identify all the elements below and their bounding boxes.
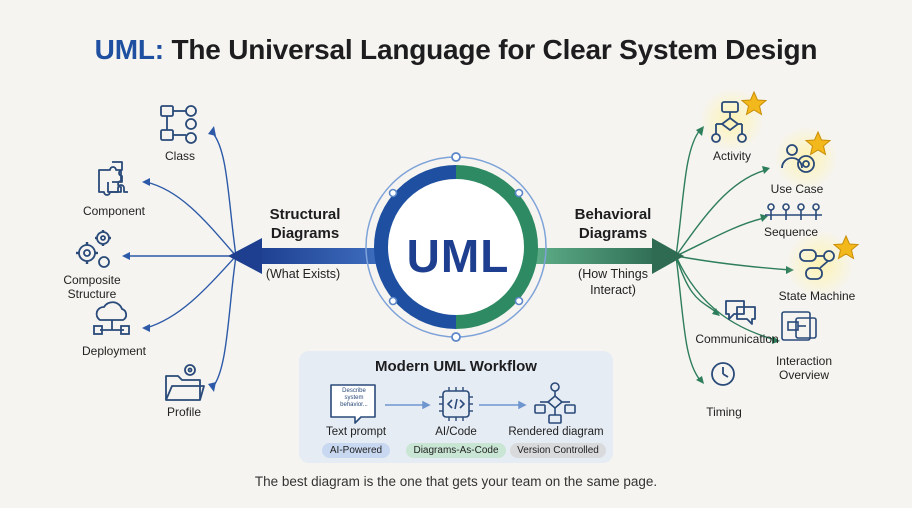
behavioral-heading: Behavioral Diagrams xyxy=(558,205,668,243)
workflow-title: Modern UML Workflow xyxy=(375,358,537,375)
structural-subtitle: (What Exists) xyxy=(265,267,341,281)
behavioral-subtitle: (How Things Interact) xyxy=(558,266,668,298)
behavioral-item-sequence: Sequence xyxy=(763,225,819,239)
behavioral-item-interaction-overview: Interaction Overview xyxy=(766,354,842,382)
structural-heading: Structural Diagrams xyxy=(250,205,360,243)
structural-title-line2: Diagrams xyxy=(270,225,340,242)
workflow-step-rendered-diagram: Rendered diagram xyxy=(508,426,604,438)
structural-branches xyxy=(128,131,237,389)
behavioral-item-state-machine: State Machine xyxy=(778,289,856,303)
uml-center-label: UML xyxy=(406,230,510,282)
gears-icon xyxy=(76,230,111,268)
title-accent: UML: xyxy=(94,34,164,65)
folder-gear-icon xyxy=(165,364,205,401)
structural-arrow xyxy=(228,238,384,274)
interaction-line1: Interaction xyxy=(775,354,833,368)
tagline: The best diagram is the one that gets yo… xyxy=(254,474,658,489)
flowchart-icon xyxy=(711,101,747,143)
composite-line2: Structure xyxy=(67,287,117,301)
star-state-machine xyxy=(832,234,860,260)
structural-branch-tips xyxy=(122,126,216,392)
chip-code-icon xyxy=(439,387,473,421)
structural-item-deployment: Deployment xyxy=(81,344,147,358)
structural-item-profile: Profile xyxy=(166,405,201,419)
user-target-icon xyxy=(781,144,815,173)
page-title: UML: The Universal Language for Clear Sy… xyxy=(0,34,912,66)
star-activity xyxy=(740,90,768,116)
structural-item-component: Component xyxy=(82,204,146,218)
prompt-bubble-icon xyxy=(330,384,376,424)
structural-title-line1: Structural xyxy=(269,206,341,223)
behavioral-item-activity: Activity xyxy=(712,149,751,163)
behavioral-item-timing: Timing xyxy=(706,405,742,419)
chat-icon xyxy=(725,300,756,325)
uml-ring xyxy=(365,152,547,342)
behavioral-title-line1: Behavioral xyxy=(574,206,652,223)
behavioral-branches xyxy=(675,129,791,381)
behavioral-item-use-case: Use Case xyxy=(770,182,824,196)
prompt-icon-text: Describe system behavior... xyxy=(340,388,368,408)
badge-diagrams-as-code: Diagrams-As-Code xyxy=(406,443,506,458)
clock-icon xyxy=(711,362,735,386)
structural-item-composite-structure: Composite Structure xyxy=(52,273,132,301)
class-diagram-icon xyxy=(160,105,197,144)
structural-item-class: Class xyxy=(164,149,195,163)
badge-ai-powered: AI-Powered xyxy=(322,443,390,458)
badge-version-controlled: Version Controlled xyxy=(510,443,606,458)
behavioral-arrow xyxy=(528,238,684,274)
rendered-diagram-icon xyxy=(534,382,576,424)
state-icon xyxy=(799,249,835,280)
interaction-line2: Overview xyxy=(778,368,829,382)
behavioral-subtitle-line2: Interact) xyxy=(590,283,636,297)
behavioral-item-communication: Communication xyxy=(695,332,779,346)
behavioral-subtitle-line1: (How Things xyxy=(578,267,648,281)
workflow-arrows xyxy=(385,400,527,410)
star-use-case xyxy=(804,130,832,156)
workflow-step-text-prompt: Text prompt xyxy=(325,426,387,438)
overview-icon xyxy=(781,311,817,341)
puzzle-icon xyxy=(98,161,128,196)
star-icons xyxy=(740,90,860,260)
sequence-icon xyxy=(765,203,822,220)
composite-line1: Composite xyxy=(63,273,121,287)
behavioral-title-line2: Diagrams xyxy=(578,225,648,242)
workflow-graphics xyxy=(330,382,576,424)
cloud-deploy-icon xyxy=(93,301,130,335)
title-rest: The Universal Language for Clear System … xyxy=(163,34,818,65)
workflow-step-ai-code: AI/Code xyxy=(435,426,477,438)
